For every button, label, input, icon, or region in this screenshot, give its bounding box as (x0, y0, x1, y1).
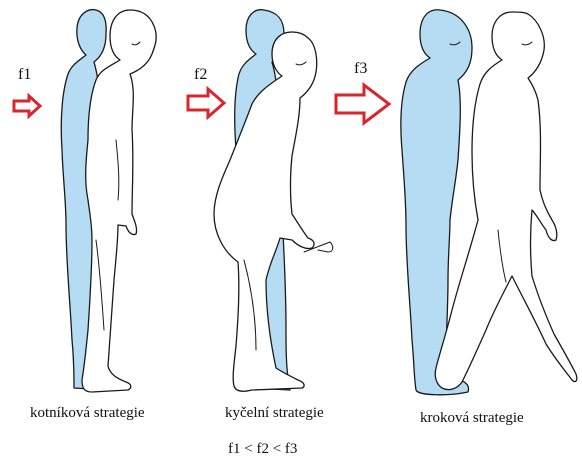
panel-step-strategy: f3 kroková strategie (336, 10, 577, 426)
caption-step-strategy: kroková strategie (420, 410, 524, 426)
force-relation: f1 < f2 < f3 (228, 441, 297, 457)
caption-hip-strategy: kyčelní strategie (225, 405, 324, 421)
force-label-f2: f2 (194, 66, 207, 83)
panel-hip-strategy: f2 kyčelní strategie (188, 10, 333, 421)
caption-ankle-strategy: kotníková strategie (30, 405, 145, 421)
force-arrow-f2 (188, 89, 224, 117)
force-label-f1: f1 (18, 66, 31, 83)
panel-ankle-strategy: f1 kotníková strategie (14, 10, 156, 421)
force-label-f3: f3 (354, 60, 367, 77)
force-arrow-f1 (14, 96, 40, 116)
force-arrow-f3 (336, 85, 389, 123)
